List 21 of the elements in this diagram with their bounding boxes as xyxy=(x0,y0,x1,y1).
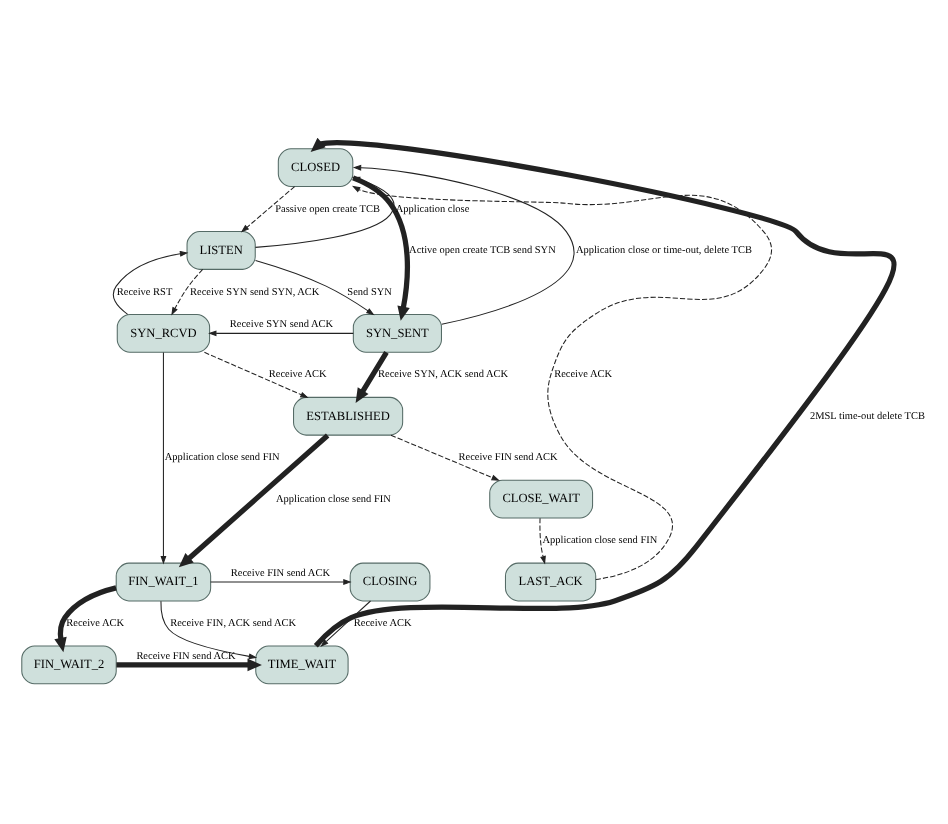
arrow xyxy=(210,578,352,584)
arrow xyxy=(320,599,372,647)
arrow xyxy=(352,163,575,324)
arrow xyxy=(539,516,546,564)
arrow xyxy=(116,657,262,671)
arrow xyxy=(254,175,395,247)
arrow xyxy=(160,599,258,659)
arrow xyxy=(160,351,167,564)
arrow xyxy=(310,137,896,647)
arrow xyxy=(54,584,117,652)
arrow xyxy=(355,349,389,402)
arrow xyxy=(112,249,189,314)
arrow xyxy=(352,174,411,320)
arrow xyxy=(203,350,309,397)
arrow xyxy=(178,432,330,567)
arrow xyxy=(255,258,375,315)
arrow xyxy=(240,185,296,232)
arrow xyxy=(351,184,773,580)
arrow xyxy=(208,329,354,336)
arrow xyxy=(390,433,500,480)
arrow xyxy=(171,267,204,315)
